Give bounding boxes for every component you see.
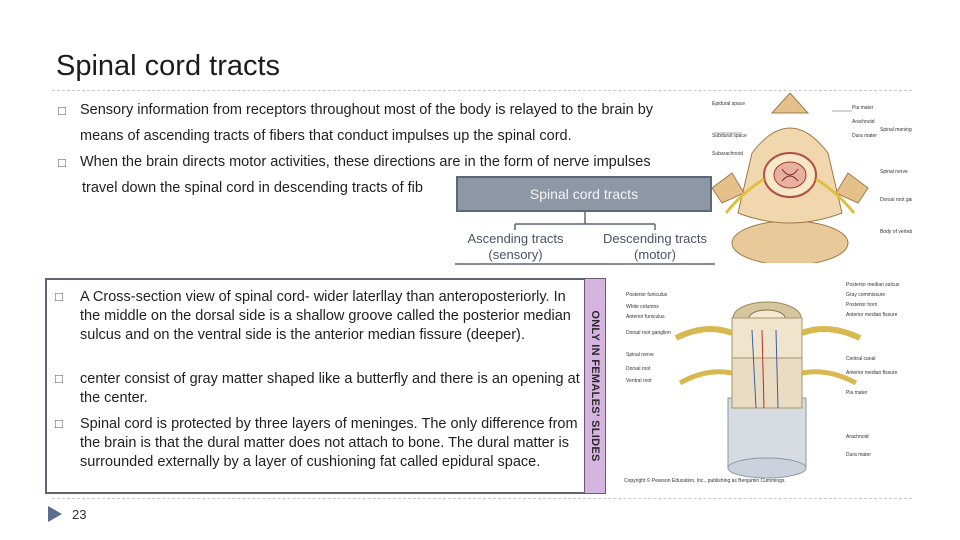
bullet-text: When the brain directs motor activities,… [80,154,651,170]
spinal-cord-illustration: Posterior funiculus White columns Anteri… [616,278,912,492]
page-number: 23 [72,507,87,522]
females-note-text: ONLY IN FEMALES' SLIDES [589,310,601,462]
svg-text:Anterior median fissure: Anterior median fissure [846,370,898,376]
svg-text:Dorsal root ganglion: Dorsal root ganglion [626,330,671,336]
svg-text:Spinal meninges: Spinal meninges [880,127,912,133]
tracts-connector-lines [455,212,715,265]
svg-text:Pia mater: Pia mater [846,390,868,396]
vertebra-illustration: Pia mater Arachnoid Dura mater Spinal me… [712,93,912,263]
svg-text:Anterior median fissure: Anterior median fissure [846,312,898,318]
arrow-right-icon [48,506,62,522]
svg-text:Posterior horn: Posterior horn [846,302,878,308]
bullet-text: Spinal cord is protected by three layers… [80,416,578,470]
svg-text:Subdural space: Subdural space [712,133,747,139]
svg-text:Arachnoid: Arachnoid [846,434,869,440]
ascending-tracts-label: Ascending tracts (sensory) [467,231,564,262]
svg-text:Central canal: Central canal [846,356,875,362]
svg-text:Dura mater: Dura mater [846,452,871,458]
svg-text:Spinal nerve: Spinal nerve [626,352,654,358]
svg-text:Dura mater: Dura mater [852,133,877,139]
svg-text:Dorsal root ganglion: Dorsal root ganglion [880,197,912,203]
bullet-marker: □ [58,155,66,170]
females-note-strip [584,278,606,494]
cross-section-box: □ A Cross-section view of spinal cord- w… [45,278,586,494]
bullet-marker: □ [55,371,63,386]
top-divider [52,90,912,91]
svg-text:Arachnoid: Arachnoid [852,119,875,125]
svg-text:Anterior funiculus: Anterior funiculus [626,314,665,320]
bullet-text: Sensory information from receptors throu… [80,102,654,118]
bullet-marker: □ [55,416,63,431]
bullet-text: A Cross-section view of spinal cord- wid… [80,289,571,343]
svg-text:Subarachnoid: Subarachnoid [712,151,743,157]
bullet-text: means of ascending tracts of fibers that… [80,128,572,144]
svg-text:Pia mater: Pia mater [852,105,874,111]
svg-text:Dorsal root: Dorsal root [626,366,651,372]
svg-text:Posterior median sulcus: Posterior median sulcus [846,282,900,288]
descending-tracts-label: Descending tracts (motor) [602,231,708,262]
bullet-marker: □ [58,103,66,118]
svg-text:Gray commissure: Gray commissure [846,292,885,298]
bullet-marker: □ [55,289,63,304]
tracts-header-box: Spinal cord tracts [456,176,712,212]
svg-text:Body of vertebra: Body of vertebra [880,229,912,235]
bullet-text: travel down the spinal cord in descendin… [82,180,423,196]
svg-text:White columns: White columns [626,304,659,310]
svg-text:Spinal nerve: Spinal nerve [880,169,908,175]
svg-text:Epidural space: Epidural space [712,101,745,107]
svg-text:Posterior funiculus: Posterior funiculus [626,292,668,298]
slide-title: Spinal cord tracts [56,50,281,82]
bottom-divider [52,498,912,499]
svg-text:Ventral root: Ventral root [626,378,652,384]
bullet-text: center consist of gray matter shaped lik… [80,371,580,406]
svg-text:Copyright © Pearson Education,: Copyright © Pearson Education, Inc., pub… [624,477,786,484]
